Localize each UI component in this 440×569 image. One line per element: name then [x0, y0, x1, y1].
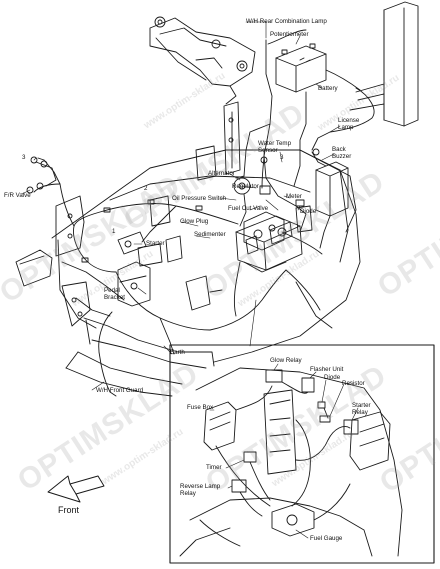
leader-lines	[21, 21, 341, 391]
label-meter: Meter	[286, 193, 302, 200]
label-water-temp-sensor: Water Temp Sensor	[258, 140, 292, 154]
label-fuel-gauge: Fuel Gauge	[310, 535, 343, 542]
label-back-buzzer: Back Buzzer	[332, 146, 352, 160]
rear-frame	[349, 1, 419, 127]
label-pedal-bracket: Pedal Bracket	[104, 287, 125, 301]
label-num-2: 2	[144, 185, 148, 192]
label-wh-front-guard: W/H Front Guard	[96, 387, 144, 394]
lift-arm	[149, 16, 256, 105]
fr-valve-connectors	[26, 156, 57, 194]
label-num-3-left: 3	[22, 154, 26, 161]
label-oil-pressure-switch: Oil Pressure Switch	[172, 195, 226, 202]
label-timer: Timer	[206, 464, 222, 471]
label-fuel-cut-valve: Fuel Cut Valve	[228, 205, 269, 212]
label-battery: Battery	[318, 85, 338, 92]
label-fr-valve: F/R Valve	[4, 192, 31, 199]
wire-harness	[33, 29, 375, 397]
label-regulator: Regulator	[232, 183, 259, 190]
front-arrow	[47, 475, 105, 503]
label-earth: Earth	[170, 349, 185, 356]
label-glow-plug: Glow Plug	[180, 218, 209, 225]
label-starter: Starter	[146, 240, 165, 247]
label-potentiometer: Potentiometer	[270, 31, 309, 38]
inset-box	[169, 344, 435, 564]
label-num-1: 1	[112, 228, 116, 235]
label-num-3-right: 3	[280, 154, 284, 161]
label-fuse-box: Fuse Box	[187, 404, 214, 411]
label-glow-relay: Glow Relay	[270, 357, 302, 364]
label-diode-main: Diode	[300, 208, 317, 215]
label-resistor: Resistor	[342, 380, 365, 387]
label-flasher-unit: Flasher Unit	[310, 366, 344, 373]
chassis	[15, 101, 361, 397]
label-front: Front	[58, 505, 80, 515]
label-starter-relay: Starter Relay	[352, 402, 371, 416]
label-diode-inset: Diode	[324, 374, 341, 381]
label-alternator: Alternator	[208, 170, 235, 177]
meter-cluster	[243, 211, 285, 251]
inset-pointer	[249, 299, 257, 347]
label-wh-rear-combination-lamp: W/H Rear Combination Lamp	[246, 18, 327, 25]
label-reverse-lamp-relay: Reverse Lamp Relay	[180, 483, 221, 497]
label-sedimenter: Sedimenter	[194, 231, 226, 238]
battery	[275, 43, 327, 93]
label-license-lamp: License Lamp	[338, 117, 360, 131]
